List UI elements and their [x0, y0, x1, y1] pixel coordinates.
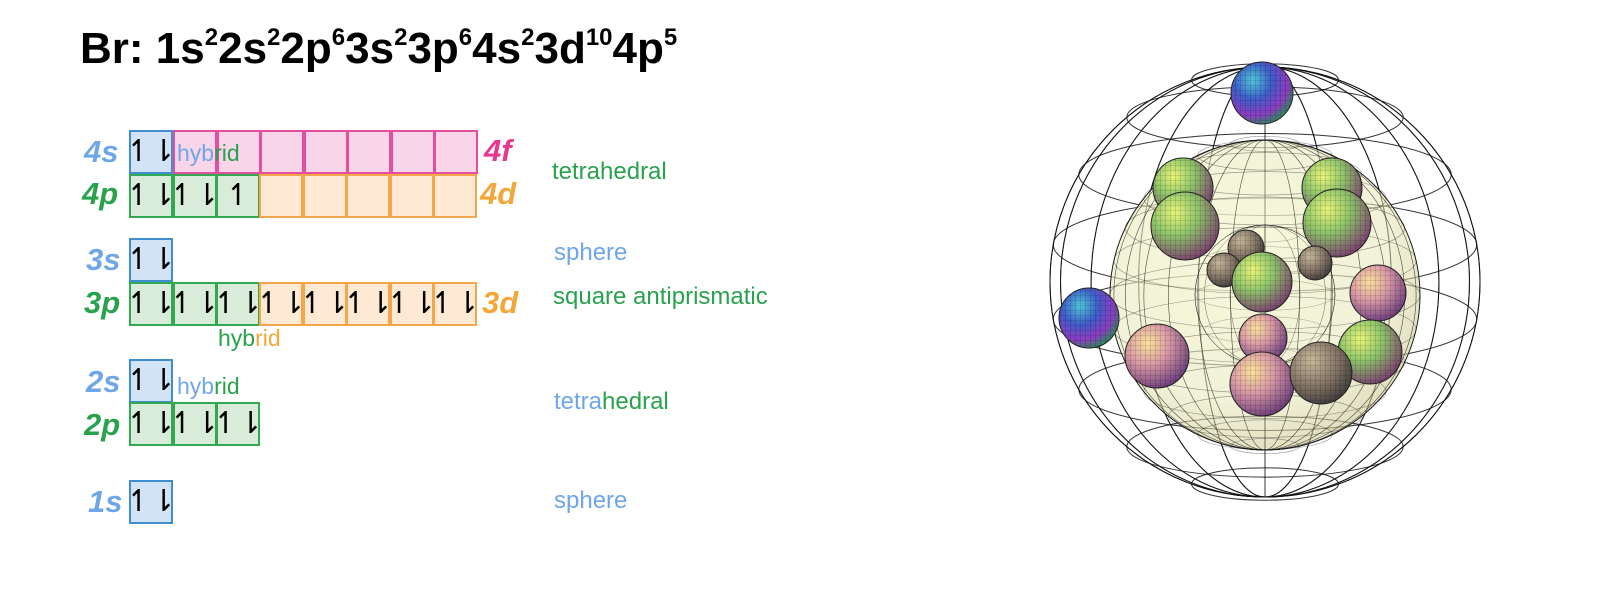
electron-ball-mesh — [1151, 192, 1219, 260]
formula-term: 4s — [472, 24, 522, 73]
geometry-3s: sphere — [554, 239, 628, 266]
orbital-box-p2: ↿⇂ — [169, 402, 220, 446]
orbital-box-f4 — [347, 130, 391, 174]
orbital-box-p2: ↿⇂ — [126, 402, 176, 446]
orbital-box-f4 — [260, 130, 304, 174]
orbital-label-3s: 3s — [86, 242, 121, 277]
formula-exponent: 5 — [663, 24, 678, 51]
electron-ball-mesh — [1232, 252, 1292, 312]
orbital-label-4f: 4f — [484, 133, 512, 168]
electron-ball-mesh — [1059, 288, 1119, 348]
electron-ball-mesh — [1338, 320, 1402, 384]
orbital-box-s4: ↿⇂ — [126, 130, 176, 174]
formula-exponent: 6 — [458, 24, 473, 51]
hybrid-label-shell2: hybrid — [177, 373, 240, 399]
hybrid-label-shell4: hybrid — [177, 140, 240, 166]
hybrid-label-shell3: hybrid — [218, 325, 281, 351]
orbital-box-f4 — [434, 130, 478, 174]
electron-ball-mesh — [1239, 314, 1287, 362]
atom-shell-model — [1049, 61, 1481, 501]
orbital-box-p3: ↿⇂ — [169, 282, 220, 326]
electron-ball-mesh — [1303, 189, 1371, 257]
electron-ball-mesh — [1298, 246, 1332, 280]
geometry-3p: square antiprismatic — [553, 283, 768, 310]
orbital-box-f4 — [390, 130, 435, 174]
orbital-label-4s: 4s — [84, 134, 119, 169]
orbital-box-s2: ↿⇂ — [126, 359, 176, 403]
formula-term: 4p — [612, 24, 664, 73]
orbital-box-p2: ↿⇂ — [213, 402, 263, 446]
orbital-box-d4 — [433, 174, 477, 218]
orbital-box-d4 — [302, 174, 347, 218]
formula-exponent: 2 — [521, 24, 535, 51]
orbital-box-d3: ↿⇂ — [299, 282, 350, 326]
orbital-label-3p: 3p — [84, 285, 121, 320]
orbital-box-d4 — [389, 174, 434, 218]
orbital-label-4p: 4p — [82, 176, 119, 211]
orbital-box-d4 — [259, 174, 303, 218]
orbital-box-p4: ↿ — [216, 174, 260, 218]
formula-term: 2p — [280, 24, 332, 73]
formula-term: 1s — [155, 24, 205, 73]
electron-balls — [1058, 61, 1407, 417]
formula-term: 2s — [218, 24, 268, 73]
electron-ball-mesh — [1350, 265, 1406, 321]
orbital-box-f4 — [216, 130, 261, 174]
orbital-label-1s: 1s — [88, 484, 123, 519]
orbital-box-d3: ↿⇂ — [430, 282, 480, 326]
orbital-box-d3: ↿⇂ — [343, 282, 393, 326]
orbital-box-f4 — [173, 130, 217, 174]
orbital-label-2s: 2s — [86, 364, 121, 399]
formula-term: 3d — [534, 24, 586, 73]
geometry-shell2: tetrahedral — [554, 388, 669, 415]
orbital-box-f4 — [303, 130, 348, 174]
electron-ball-mesh — [1290, 342, 1352, 404]
orbital-box-p3: ↿⇂ — [213, 282, 263, 326]
geometry-shell4: tetrahedral — [552, 158, 667, 185]
orbital-box-s3: ↿⇂ — [126, 238, 176, 282]
electron-configuration-title: Br: 1s22s22p63s23p64s23d104p5 — [80, 24, 678, 73]
orbital-box-d3: ↿⇂ — [386, 282, 437, 326]
formula-term: 3s — [345, 24, 395, 73]
orbital-box-d4 — [346, 174, 390, 218]
formula-exponent: 2 — [394, 24, 408, 51]
electron-ball-mesh — [1231, 62, 1293, 124]
electron-ball-mesh — [1230, 352, 1294, 416]
orbital-label-3d: 3d — [482, 285, 519, 320]
orbital-box-p4: ↿⇂ — [126, 174, 176, 218]
orbital-box-s1: ↿⇂ — [126, 480, 176, 524]
orbital-label-2p: 2p — [84, 407, 121, 442]
orbital-box-d3: ↿⇂ — [256, 282, 306, 326]
formula-exponent: 2 — [267, 24, 281, 51]
orbital-box-p3: ↿⇂ — [126, 282, 176, 326]
formula-exponent: 2 — [204, 24, 219, 51]
orbital-label-4d: 4d — [480, 176, 517, 211]
formula-term: 3p — [407, 24, 459, 73]
formula-exponent: 6 — [331, 24, 346, 51]
geometry-1s: sphere — [554, 487, 628, 514]
electron-ball-mesh — [1125, 324, 1189, 388]
orbital-box-p4: ↿⇂ — [169, 174, 220, 218]
formula-exponent: 10 — [585, 24, 613, 51]
